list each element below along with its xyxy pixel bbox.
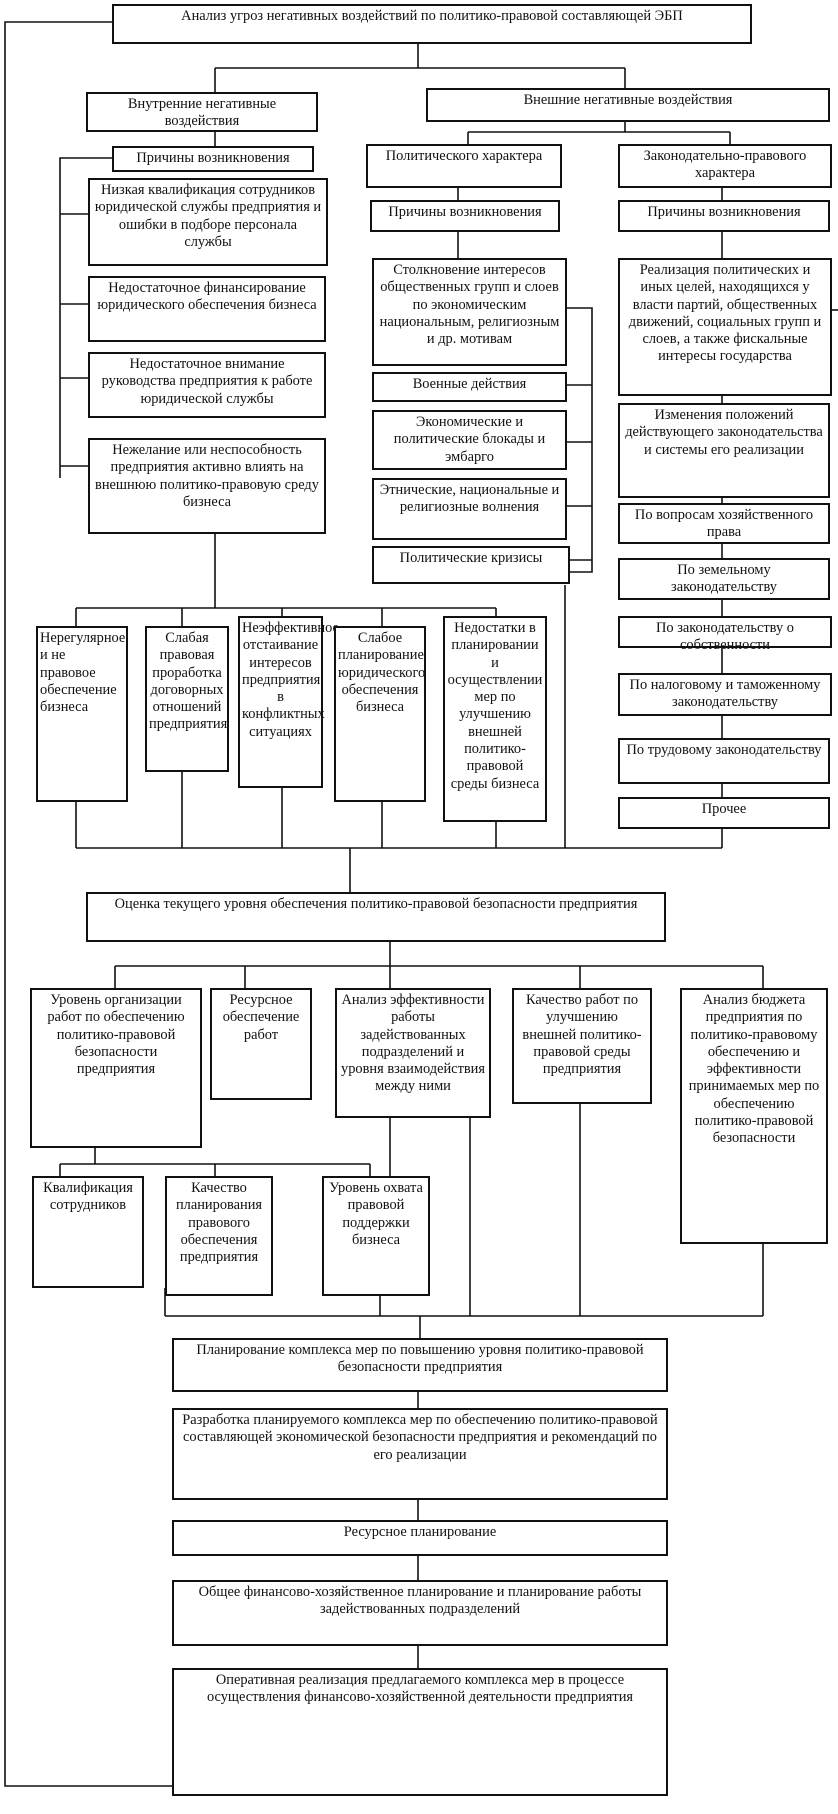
internal-causes-header: Причины возникновения (112, 146, 314, 172)
criterion-budget-analysis: Анализ бюджета предприятия по политико-п… (680, 988, 828, 1244)
planning-measures-box: Планирование комплекса мер по повышению … (172, 1338, 668, 1392)
legal-cause-other: Прочее (618, 797, 830, 829)
threat-analysis-title-box: Анализ угроз негативных воздействий по п… (112, 4, 752, 44)
political-cause-conflict-of-interests: Столкновение интересов общественных груп… (372, 258, 567, 366)
financial-planning-box: Общее финансово-хозяйственное планирован… (172, 1580, 668, 1646)
connector-line (567, 307, 593, 573)
subcriterion-staff-qualification: Квалификация сотрудников (32, 1176, 144, 1288)
criterion-division-efficiency: Анализ эффективности работы задействован… (335, 988, 491, 1118)
internal-cause-qualification: Низкая квалификация сотрудников юридичес… (88, 178, 328, 266)
measures-development-box: Разработка планируемого комплекса мер по… (172, 1408, 668, 1500)
connector-line (59, 157, 112, 478)
political-cause-political-crises: Политические кризисы (372, 546, 570, 584)
subcriterion-planning-quality: Качество планирования правового обеспече… (165, 1176, 273, 1296)
legal-cause-land-law: По земельному законодательству (618, 558, 830, 600)
internal-cause-financing: Недостаточное финансирование юридическог… (88, 276, 326, 342)
consequence-ineffective-defense: Неэффективное отстаивание интересов пред… (238, 616, 339, 788)
legal-cause-political-goals: Реализация политических и иных целей, на… (618, 258, 832, 396)
operational-implementation-box: Оперативная реализация предлагаемого ком… (172, 1668, 668, 1796)
legal-causes-header: Причины возникновения (618, 200, 830, 232)
political-cause-blockades: Экономические и политические блокады и э… (372, 410, 567, 470)
external-impacts-box: Внешние негативные воздействия (426, 88, 830, 122)
legal-character-box: Законодательно-правового характера (618, 144, 832, 188)
legal-cause-labour-law: По трудовому законодательству (618, 738, 830, 784)
internal-cause-management-attention: Недостаточное внимание руководства предп… (88, 352, 326, 418)
consequence-planning-shortcomings: Недостатки в планировании и осуществлени… (443, 616, 547, 822)
legal-cause-property-law: По законодательству о собственности (618, 616, 832, 653)
criterion-work-organization: Уровень организации работ по обеспечению… (30, 988, 202, 1148)
internal-impacts-box: Внутренние негативные воздействия (86, 92, 318, 132)
assessment-title-box: Оценка текущего уровня обеспечения полит… (86, 892, 666, 942)
resource-planning-box: Ресурсное планирование (172, 1520, 668, 1556)
legal-cause-business-law: По вопросам хозяйственного права (618, 503, 830, 544)
political-character-box: Политического характера (366, 144, 562, 188)
political-causes-header: Причины возникновения (370, 200, 560, 232)
internal-cause-unwillingness: Нежелание или неспособность предприятия … (88, 438, 326, 534)
consequence-weak-legal-planning: Слабое планирование юридического обеспеч… (334, 626, 426, 802)
criterion-resource-support: Ресурсное обеспечение работ (210, 988, 312, 1100)
political-cause-military-actions: Военные действия (372, 372, 567, 402)
feedback-loop-line (4, 21, 172, 1787)
criterion-environment-quality: Качество работ по улучшению внешней поли… (512, 988, 652, 1104)
political-cause-ethnic-unrest: Этнические, национальные и религиозные в… (372, 478, 567, 540)
legal-cause-legislation-changes: Изменения положений действующего законод… (618, 403, 830, 498)
consequence-weak-contract-work: Слабая правовая проработка договорных от… (145, 626, 229, 772)
subcriterion-support-coverage: Уровень охвата правовой поддержки бизнес… (322, 1176, 430, 1296)
legal-cause-tax-customs-law: По налоговому и таможенному законодатель… (618, 673, 832, 716)
consequence-irregular-support: Нерегулярное и не правовое обеспечение б… (36, 626, 128, 802)
